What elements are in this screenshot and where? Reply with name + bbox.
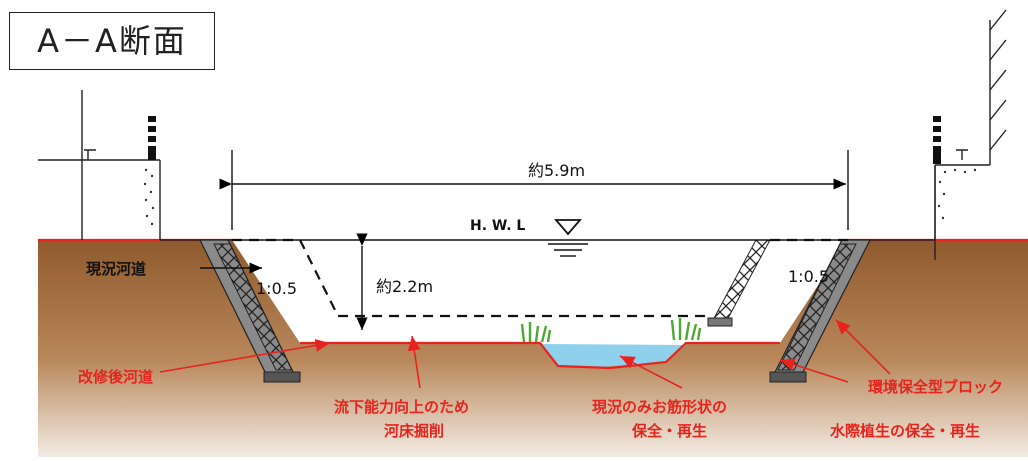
section-title: A－A断面 [9,12,215,70]
left-slope-label: 1:0.5 [256,279,297,298]
meander-label-1: 現況のみお筋形状の [592,398,727,416]
grass-left [520,322,552,343]
right-fence-post [933,116,941,164]
width-label: 約5.9m [528,161,585,180]
soil-ground [38,240,1028,457]
depth-label: 約2.2m [376,277,433,296]
annotation-arrows [159,319,891,389]
left-fence-post [148,116,156,160]
vegetation-label: 水際植生の保全・再生 [830,422,980,440]
existing-bank-truss [707,239,771,327]
excavation-label-2: 河床掘削 [384,422,444,440]
right-gravel [937,168,977,220]
water-level-icon [548,219,588,257]
right-eco-block [769,239,871,383]
meander-label-2: 保全・再生 [631,422,707,440]
water-pool [542,344,686,367]
hwl-label: H. W. L [470,218,525,234]
grass-right [670,318,702,341]
right-slope-label: 1:0.5 [788,267,829,286]
right-bank-wall [848,9,1007,260]
improved-channel-label: 改修後河道 [78,368,153,386]
left-gravel [143,168,155,226]
block-label: 環境保全型ブロック [868,378,1003,396]
left-bank-wall [38,90,232,241]
excavation-label-1: 流下能力向上のため [334,398,469,416]
left-eco-block [199,239,301,383]
existing-channel-label: 現況河道 [86,260,146,278]
